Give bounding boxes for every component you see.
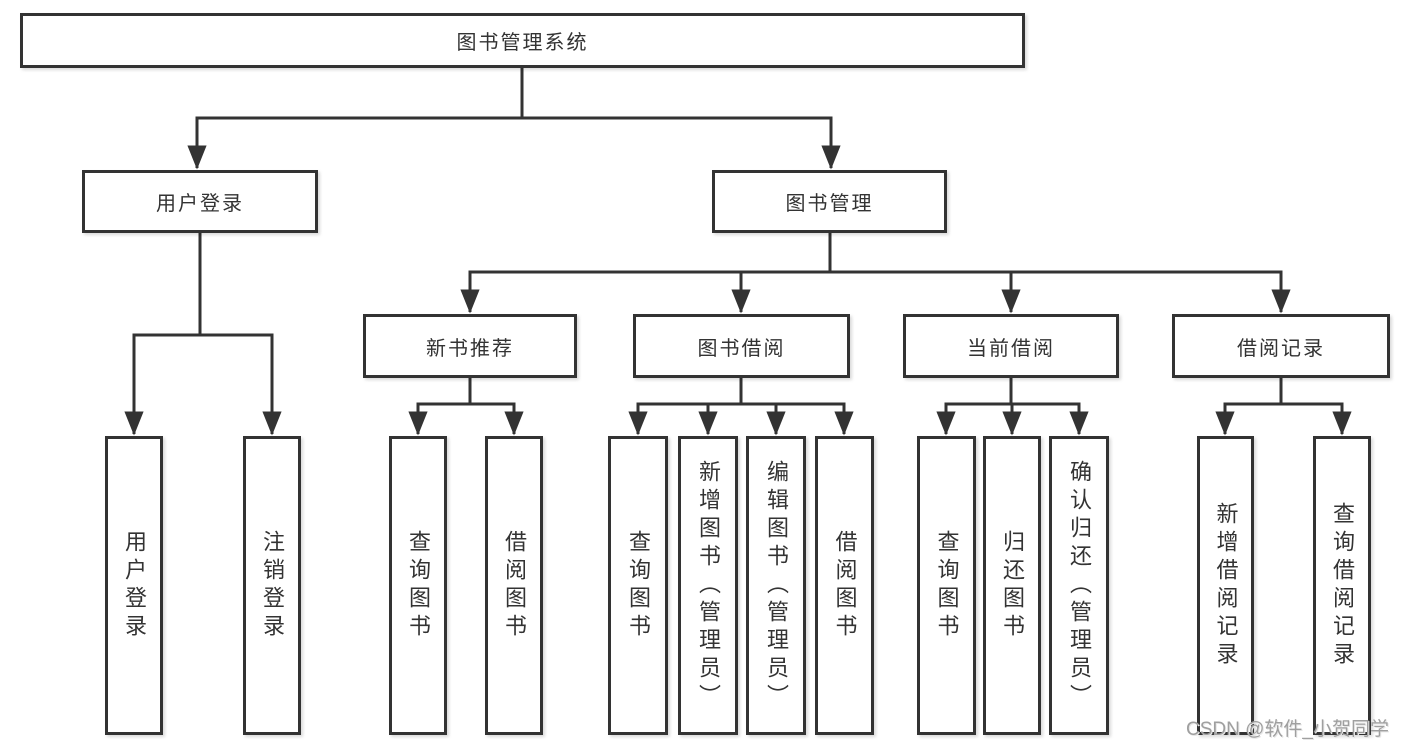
leaf-return-books-label: 归还图书 — [1000, 529, 1025, 642]
node-book-management: 图书管理 — [712, 170, 947, 233]
leaf-add-borrow-record-label: 新增借阅记录 — [1213, 501, 1239, 670]
leaf-add-borrow-record: 新增借阅记录 — [1197, 436, 1254, 735]
leaf-query-books-borrow-label: 查询图书 — [626, 529, 651, 642]
leaf-logout-label: 注销登录 — [260, 529, 285, 642]
leaf-query-books-current-label: 查询图书 — [934, 529, 960, 642]
leaf-add-books-admin: 新增图书（管理员） — [678, 436, 738, 735]
node-book-borrow-label: 图书借阅 — [697, 337, 786, 360]
leaf-query-borrow-record-label: 查询借阅记录 — [1330, 501, 1355, 670]
node-user-login-label: 用户登录 — [156, 193, 244, 215]
node-borrow-records-label: 借阅记录 — [1237, 337, 1325, 360]
node-current-borrow-label: 当前借阅 — [967, 337, 1055, 360]
node-book-borrow: 图书借阅 — [633, 314, 850, 378]
leaf-query-books-recommend-label: 查询图书 — [406, 529, 431, 642]
leaf-return-books: 归还图书 — [983, 436, 1041, 735]
leaf-add-books-admin-label: 新增图书（管理员） — [696, 459, 721, 712]
leaf-user-login: 用户登录 — [105, 436, 163, 735]
node-new-book-recommend: 新书推荐 — [363, 314, 577, 378]
node-book-management-label: 图书管理 — [785, 193, 874, 215]
node-new-book-recommend-label: 新书推荐 — [426, 337, 514, 360]
leaf-user-login-label: 用户登录 — [122, 529, 147, 642]
leaf-query-books-borrow: 查询图书 — [608, 436, 668, 735]
leaf-borrow-books: 借阅图书 — [815, 436, 874, 735]
leaf-query-books-recommend: 查询图书 — [389, 436, 447, 735]
node-root-label: 图书管理系统 — [456, 32, 589, 54]
leaf-borrow-books-label: 借阅图书 — [832, 529, 858, 642]
node-user-login: 用户登录 — [82, 170, 318, 233]
node-current-borrow: 当前借阅 — [903, 314, 1119, 378]
leaf-query-borrow-record: 查询借阅记录 — [1313, 436, 1371, 735]
leaf-borrow-books-recommend: 借阅图书 — [485, 436, 543, 735]
node-root: 图书管理系统 — [20, 13, 1025, 68]
leaf-confirm-return-admin-label: 确认归还（管理员） — [1067, 459, 1092, 712]
leaf-confirm-return-admin: 确认归还（管理员） — [1049, 436, 1109, 735]
leaf-borrow-books-recommend-label: 借阅图书 — [502, 529, 527, 642]
leaf-edit-books-admin: 编辑图书（管理员） — [746, 436, 806, 735]
leaf-query-books-current: 查询图书 — [917, 436, 976, 735]
csdn-watermark: CSDN @软件_小贺同学 — [1186, 719, 1389, 740]
leaf-logout: 注销登录 — [243, 436, 301, 735]
node-borrow-records: 借阅记录 — [1172, 314, 1390, 378]
leaf-edit-books-admin-label: 编辑图书（管理员） — [764, 459, 789, 712]
